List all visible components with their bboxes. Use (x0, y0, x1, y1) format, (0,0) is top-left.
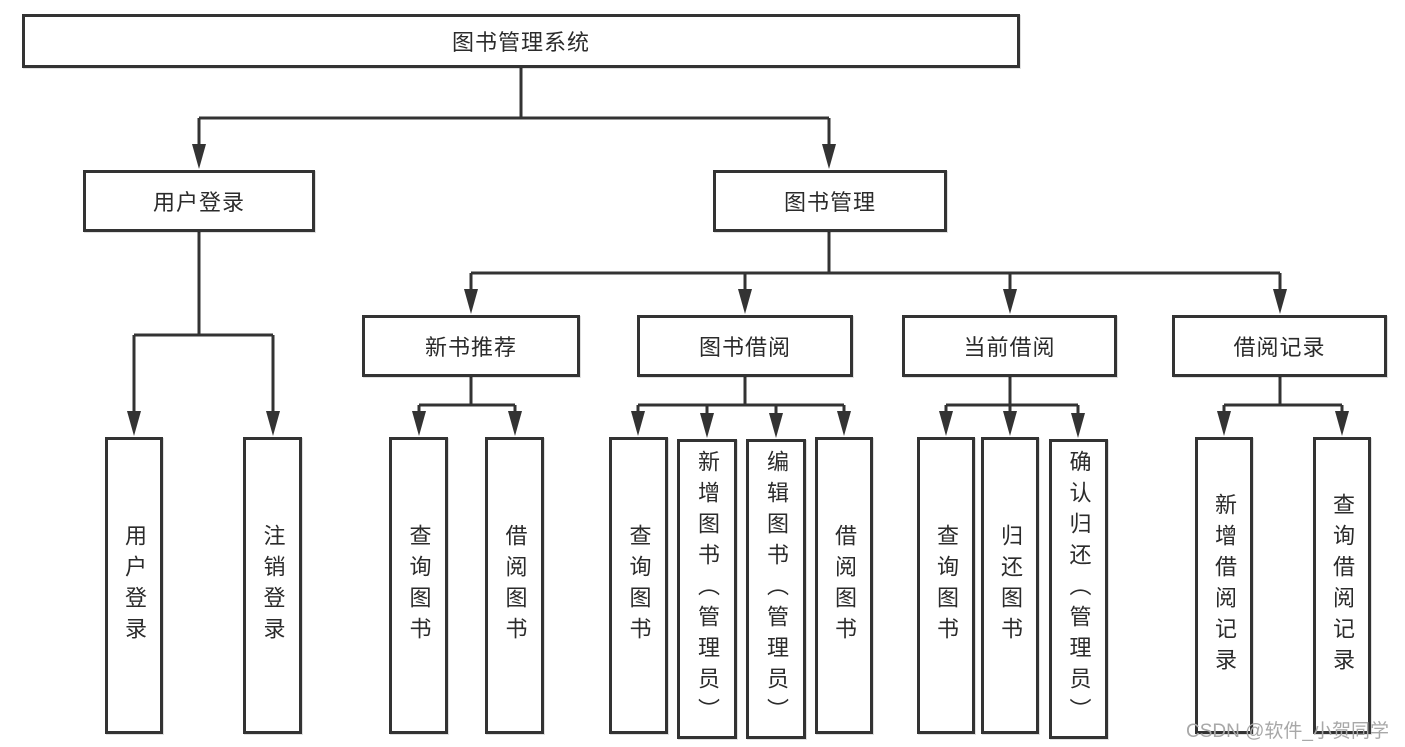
node-book-management: 图书管理 (713, 170, 947, 232)
leaf-query-book-1: 查询图书 (389, 437, 448, 734)
node-current-borrow: 当前借阅 (902, 315, 1117, 377)
leaf-logout: 注销登录 (243, 437, 302, 734)
leaf-edit-book-admin: 编辑图书（管理员） (746, 439, 806, 739)
leaf-query-book-2: 查询图书 (609, 437, 668, 734)
leaf-confirm-return-admin: 确认归还（管理员） (1049, 439, 1108, 739)
node-user-login: 用户登录 (83, 170, 315, 232)
watermark: CSDN @软件_小贺同学 (1186, 721, 1389, 742)
leaf-add-book-admin: 新增图书（管理员） (677, 439, 737, 739)
node-library-management-system: 图书管理系统 (22, 14, 1020, 68)
node-new-book-recommend: 新书推荐 (362, 315, 580, 377)
leaf-add-borrow-record: 新增借阅记录 (1195, 437, 1253, 734)
leaf-return-book: 归还图书 (981, 437, 1039, 734)
leaf-borrow-book-2: 借阅图书 (815, 437, 873, 734)
leaf-query-book-3: 查询图书 (917, 437, 975, 734)
leaf-borrow-book-1: 借阅图书 (485, 437, 544, 734)
leaf-query-borrow-record: 查询借阅记录 (1313, 437, 1371, 734)
arrowheads (127, 144, 1349, 438)
node-book-borrow: 图书借阅 (637, 315, 853, 377)
node-borrow-record: 借阅记录 (1172, 315, 1387, 377)
leaf-user-login: 用户登录 (105, 437, 163, 734)
